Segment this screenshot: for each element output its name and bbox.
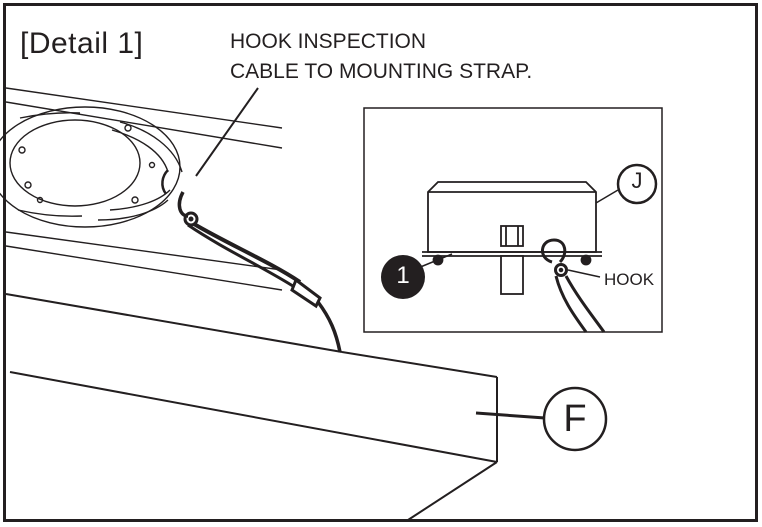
instruction-leader	[195, 87, 259, 177]
one-marker-label: 1	[396, 262, 410, 289]
hook-label: HOOK	[604, 270, 655, 289]
f-marker-label: F	[563, 398, 587, 440]
panel-f	[5, 293, 498, 521]
j-circle	[616, 163, 658, 205]
one-circle	[381, 255, 425, 299]
j-leader	[595, 189, 619, 204]
f-circle	[542, 386, 608, 452]
instruction-line-1: HOOK INSPECTION	[230, 30, 427, 53]
instruction-line-2: CABLE TO MOUNTING STRAP.	[230, 60, 533, 83]
j-marker-label: J	[631, 168, 643, 193]
f-leader	[475, 411, 546, 420]
detail-title: [Detail 1]	[20, 27, 144, 60]
one-leader	[417, 253, 453, 269]
inset-box	[363, 107, 663, 333]
inspection-cable	[177, 191, 342, 353]
hook-leader	[567, 269, 601, 278]
outer-frame	[3, 3, 758, 522]
bracket-j	[422, 181, 602, 295]
inset-hook	[541, 238, 606, 333]
mounting-plate	[0, 87, 283, 291]
